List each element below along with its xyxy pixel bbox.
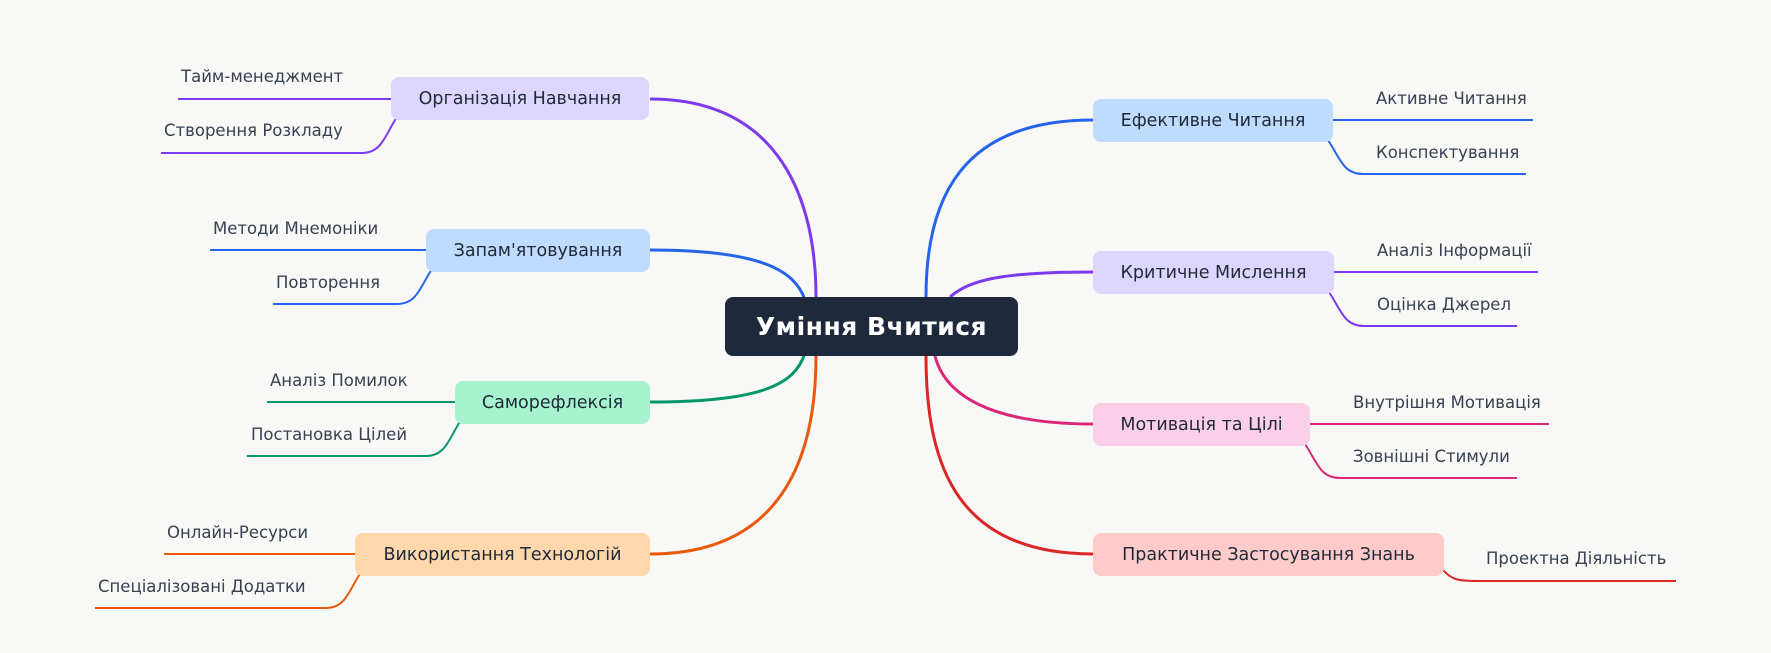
leaf-mnemonics[interactable]: Методи Мнемоніки (213, 219, 379, 238)
leaf-time-management[interactable]: Тайм-менеджмент (181, 67, 344, 86)
branch-reading[interactable]: Ефективне Читання (1093, 99, 1333, 142)
branch-organization[interactable]: Організація Навчання (391, 77, 649, 120)
link-organization-schedule (161, 116, 398, 154)
leaf-info-analysis[interactable]: Аналіз Інформації (1377, 241, 1532, 260)
link-root-critical (949, 270, 1094, 299)
leaf-schedule[interactable]: Створення Розкладу (164, 121, 343, 140)
branch-practice[interactable]: Практичне Застосування Знань (1093, 533, 1444, 576)
link-practice-project (1442, 569, 1676, 582)
leaf-specialized-apps[interactable]: Спеціалізовані Додатки (98, 577, 306, 596)
leaf-external-stimuli[interactable]: Зовнішні Стимули (1353, 447, 1510, 466)
branch-reflection[interactable]: Саморефлексія (455, 381, 650, 424)
link-root-reflection (649, 352, 807, 404)
link-root-organization (649, 97, 818, 298)
link-reflection-goals (247, 419, 462, 457)
link-root-reading (924, 118, 1094, 298)
branch-memorization[interactable]: Запам'ятовування (426, 229, 650, 272)
link-root-technology (649, 355, 818, 556)
link-memorization-repetition (273, 268, 433, 305)
link-root-motivation (933, 355, 1094, 426)
branch-technology[interactable]: Використання Технологій (355, 533, 650, 576)
link-reading-notes (1327, 139, 1526, 175)
root-node[interactable]: Уміння Вчитися (725, 297, 1018, 356)
leaf-internal-motivation[interactable]: Внутрішня Мотивація (1353, 393, 1541, 412)
link-technology-apps (95, 571, 362, 609)
link-critical-sources (1328, 291, 1517, 327)
link-root-practice (924, 355, 1094, 556)
leaf-project-activity[interactable]: Проектна Діяльність (1486, 549, 1667, 568)
leaf-goal-setting[interactable]: Постановка Цілей (251, 425, 408, 444)
leaf-error-analysis[interactable]: Аналіз Помилок (270, 371, 408, 390)
link-motivation-external (1304, 443, 1517, 479)
leaf-source-evaluation[interactable]: Оцінка Джерел (1377, 295, 1511, 314)
leaf-note-taking[interactable]: Конспектування (1376, 143, 1520, 162)
branch-critical[interactable]: Критичне Мислення (1093, 251, 1334, 294)
leaf-active-reading[interactable]: Активне Читання (1376, 89, 1527, 108)
leaf-online-resources[interactable]: Онлайн-Ресурси (167, 523, 309, 542)
branch-motivation[interactable]: Мотивація та Цілі (1093, 403, 1310, 446)
link-root-memorization (649, 248, 807, 301)
leaf-repetition[interactable]: Повторення (276, 273, 381, 292)
